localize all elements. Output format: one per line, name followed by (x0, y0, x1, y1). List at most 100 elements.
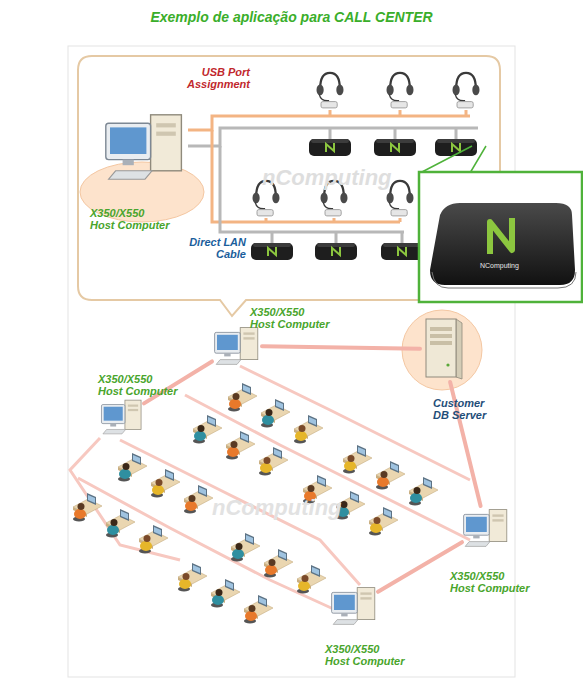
workstation (294, 415, 323, 444)
monitor-screen (466, 517, 487, 532)
monitor-stand (123, 160, 134, 166)
drive-slot (243, 332, 254, 334)
monitor (215, 332, 241, 353)
workstation (73, 493, 102, 522)
access-device (309, 139, 351, 156)
computer-icon (330, 585, 378, 627)
workstation (343, 445, 372, 474)
power-led (446, 363, 449, 366)
monitor (101, 405, 124, 424)
keyboard (465, 542, 490, 547)
headset (317, 73, 344, 108)
server-side (456, 319, 462, 379)
server-tower (426, 319, 456, 377)
drive-slot (128, 405, 138, 407)
lan-wire (220, 146, 404, 243)
workstation (178, 563, 207, 592)
network-cable (70, 438, 180, 560)
node-label: X350/X550 Host Computer (250, 306, 330, 330)
computer-tower (151, 115, 182, 171)
workstation (259, 447, 288, 476)
cable-label: Direct LAN Cable (184, 236, 246, 260)
workstation (297, 565, 326, 594)
drive-slot (360, 597, 371, 599)
network-cable (240, 366, 470, 480)
zoom-device (430, 203, 575, 285)
headset (387, 73, 414, 108)
workstation (369, 507, 398, 536)
computer-tower (240, 328, 258, 360)
access-device (315, 243, 357, 260)
monitor-screen (334, 595, 355, 610)
monitor-screen (217, 335, 238, 350)
workstation (139, 525, 168, 554)
watermark: nComputing (212, 496, 382, 520)
ncomputing-logo (490, 218, 512, 254)
computer-icon (462, 506, 510, 550)
access-device (381, 243, 423, 260)
drive-slot (243, 337, 254, 339)
workstation (193, 415, 222, 444)
computer-icon (212, 326, 262, 366)
monitor (464, 514, 490, 535)
monitor-stand (224, 353, 230, 356)
network-link (378, 542, 462, 592)
drive-slot (492, 514, 503, 516)
node-label: X350/X550 Host Computer (98, 373, 178, 397)
node-label: X350/X550 Host Computer (325, 643, 405, 667)
outer-frame (68, 46, 515, 677)
drive-bay (430, 327, 452, 331)
host-computer: X350/X550 Host Computer (330, 585, 378, 627)
device-logo-text: NComputing (480, 262, 540, 270)
drive-bay (430, 341, 452, 345)
access-device (251, 243, 293, 260)
db-server: Customer DB Server (420, 316, 464, 382)
workstation (118, 453, 147, 482)
monitor-stand (341, 613, 347, 616)
workstation (244, 595, 273, 624)
keyboard (103, 429, 126, 433)
network-link (262, 346, 420, 348)
node-label: X350/X550 Host Computer (450, 570, 530, 594)
monitor (332, 592, 358, 613)
monitor-stand (110, 424, 116, 427)
keyboard (333, 620, 358, 625)
host-computer: X350/X550 Host Computer (103, 108, 187, 186)
drive-slot (360, 592, 371, 594)
zoom-box (419, 172, 582, 302)
drive-slot (492, 519, 503, 521)
workstation (261, 399, 290, 428)
workstation (184, 485, 213, 514)
computer-tower (489, 510, 507, 542)
drive-slot (156, 123, 176, 127)
drive-slot (128, 409, 138, 411)
workstation (376, 461, 405, 490)
keyboard (216, 360, 241, 365)
zoom-leader (420, 146, 486, 173)
monitor (106, 123, 151, 159)
port-label: USB Port Assignment (184, 66, 250, 90)
workstation (228, 383, 257, 412)
zoom-device-edge (432, 272, 576, 288)
keyboard (109, 171, 152, 179)
workstation (409, 477, 438, 506)
monitor-stand (473, 535, 479, 538)
drive-bay (430, 334, 452, 338)
computer-icon (100, 398, 144, 436)
computer-tower (357, 588, 375, 620)
node-label: Customer DB Server (433, 397, 495, 421)
workstation (211, 579, 240, 608)
computer-tower (125, 400, 141, 429)
monitor-screen (110, 127, 146, 154)
host-computer: X350/X550 Host Computer (100, 398, 144, 436)
server-icon (420, 316, 464, 382)
workstation (231, 533, 260, 562)
host-computer: X350/X550 Host Computer (462, 506, 510, 550)
node-label: X350/X550 Host Computer (90, 207, 170, 231)
monitor-screen (104, 407, 123, 421)
workstation (106, 509, 135, 538)
host-computer: X350/X550 Host Computer (212, 326, 262, 366)
diagram-title: Exemplo de aplicação para CALL CENTER (0, 9, 583, 25)
drive-slot (156, 132, 176, 136)
access-device (374, 139, 416, 156)
